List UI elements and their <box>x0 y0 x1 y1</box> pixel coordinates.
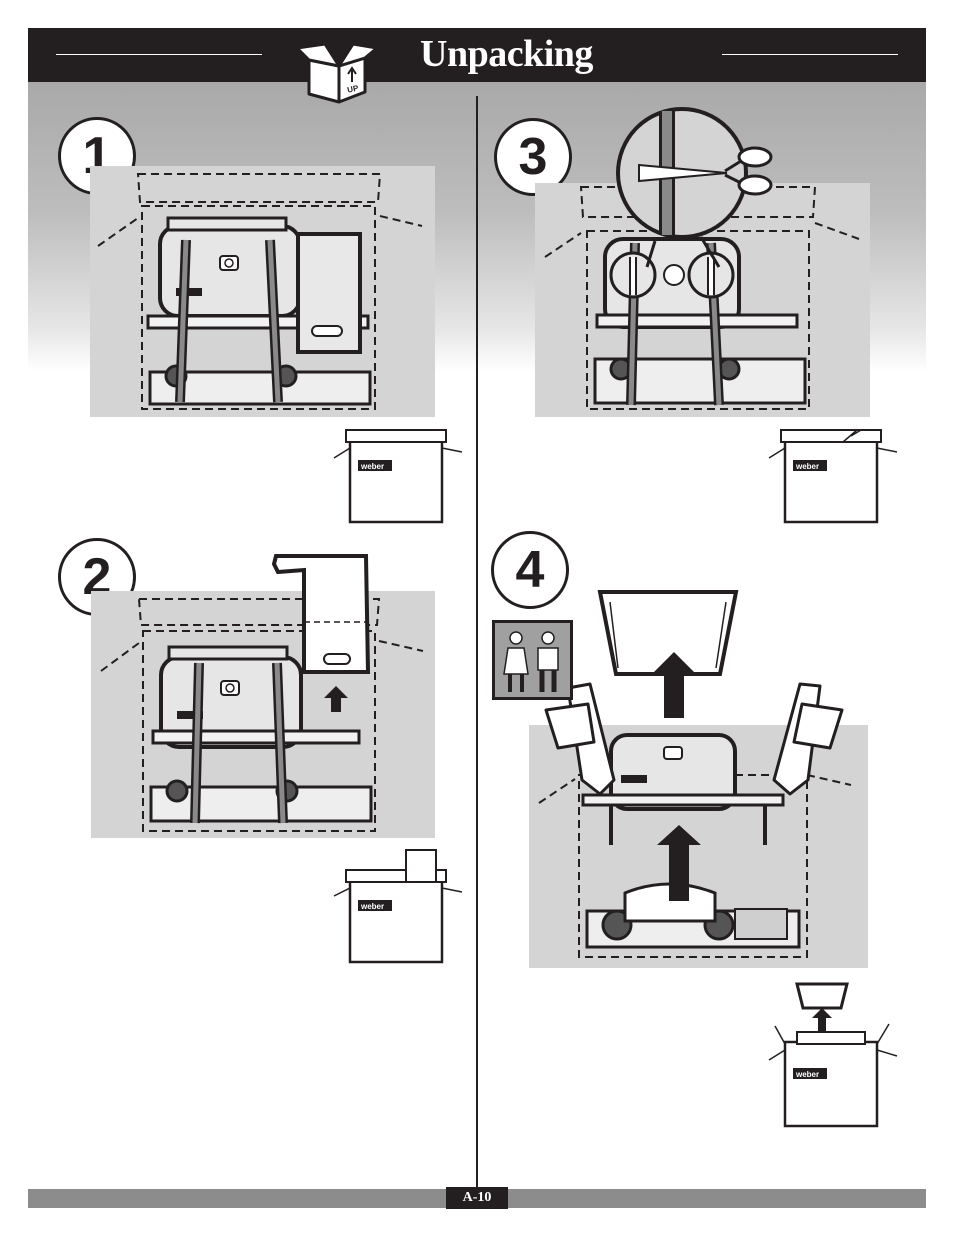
step-2-box-thumbnail: weber <box>330 848 465 964</box>
step-1-box-thumbnail: weber <box>330 428 465 524</box>
step-2-lifted-box <box>270 552 380 682</box>
page-number: A-10 <box>446 1187 508 1209</box>
step-2-grill-illustration <box>91 591 435 838</box>
page-header: Unpacking <box>28 28 926 82</box>
step-3-box-thumbnail: weber <box>765 428 900 524</box>
brand-logo-text: weber <box>360 902 384 911</box>
column-divider <box>476 96 478 1196</box>
header-rule-right <box>722 54 898 55</box>
header-rule-left <box>56 54 262 55</box>
page-title: Unpacking <box>420 30 593 78</box>
step-3-scissors-magnifier <box>615 107 780 237</box>
brand-logo-text: weber <box>360 462 384 471</box>
two-people-icon <box>492 620 573 700</box>
step-3-number: 3 <box>519 128 548 186</box>
open-box-icon: UP <box>295 40 379 106</box>
step-4-lifting-arms <box>538 680 850 800</box>
brand-logo-text: weber <box>795 1070 819 1079</box>
step-4-circle: 4 <box>491 531 569 609</box>
brand-logo-text: weber <box>795 462 819 471</box>
up-arrow-icon <box>322 684 350 714</box>
step-2-scene <box>91 591 435 838</box>
step-1-scene <box>90 166 435 417</box>
step-4-number: 4 <box>516 541 545 599</box>
step-1-grill-illustration <box>90 166 435 417</box>
step-4-box-thumbnail: weber <box>765 980 900 1130</box>
